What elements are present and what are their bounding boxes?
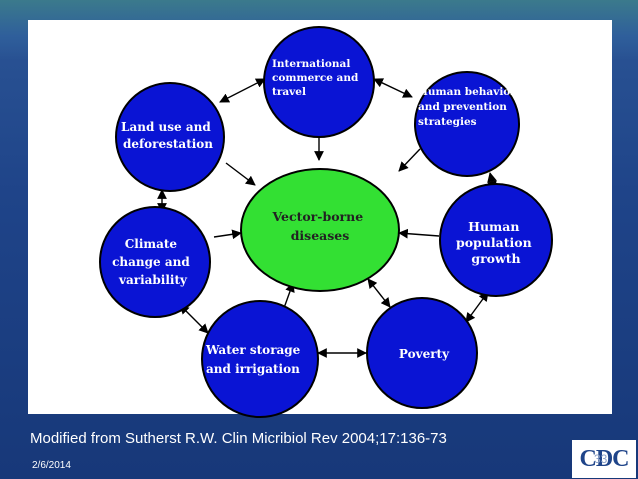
arrow-landuse-center (225, 162, 256, 186)
arrow-climate-center (213, 229, 242, 240)
arrow-poverty-center (367, 278, 391, 308)
node-behavior-line-3: strategies (418, 116, 477, 128)
node-international-line-1: International (272, 58, 350, 70)
node-international-line-2: commerce and (272, 72, 359, 84)
node-international-line-3: travel (272, 86, 306, 98)
node-poverty: Poverty (366, 297, 478, 409)
svg-text:Human behavior and preve: Human behavior and prevention strategies (418, 86, 520, 128)
center-line-2: diseases (291, 228, 350, 243)
slide-date: 2/6/2014 (32, 460, 71, 471)
arrow-international-landuse (219, 78, 266, 103)
node-climate-line-2: change and (112, 255, 190, 269)
cdc-logo-text: CDC (579, 445, 630, 472)
arrow-climate-water (179, 304, 209, 334)
node-human-population: Human population growth (439, 183, 553, 297)
node-landuse-line-1: Land use and (121, 120, 211, 134)
node-population-line-3: growth (471, 251, 520, 266)
node-climate: Climate change and variability (99, 206, 211, 318)
svg-text:Land use and deforestati: Land use and deforestation (121, 120, 215, 151)
arrow-international-behavior (373, 78, 413, 98)
arrow-population-center (398, 228, 440, 239)
node-poverty-line-1: Poverty (399, 347, 450, 361)
node-vector-borne-diseases: Vector-borne diseases (240, 168, 400, 292)
source-caption: Modified from Sutherst R.W. Clin Micribi… (30, 430, 447, 447)
svg-text:Climate change and: Climate change and variability (112, 237, 194, 287)
arrow-population-poverty (465, 291, 489, 323)
node-land-use: Land use and deforestation (115, 82, 225, 192)
node-water-line-2: and irrigation (206, 362, 300, 376)
node-behavior-line-1: Human behavior (418, 86, 516, 98)
svg-text:Water storage and irriga: Water storage and irrigation (205, 343, 305, 376)
svg-text:Poverty: Poverty (399, 347, 450, 361)
node-climate-line-3: variability (118, 273, 188, 287)
center-line-1: Vector-borne (271, 209, 363, 224)
node-landuse-line-2: deforestation (123, 137, 213, 151)
node-climate-line-1: Climate (125, 237, 178, 251)
svg-text:Human population g: Human population growth (456, 219, 536, 266)
page-number: 33 (594, 452, 608, 466)
node-behavior-line-2: and prevention (418, 101, 507, 113)
arrow-behavior-center (398, 148, 421, 172)
node-population-line-1: Human (468, 219, 519, 234)
node-human-behavior: Human behavior and prevention strategies (414, 71, 520, 177)
node-water-storage: Water storage and irrigation (201, 300, 319, 418)
cdc-logo: CDC (572, 440, 636, 478)
svg-text:International commerce a: International commerce and travel (272, 58, 362, 98)
svg-text:Vector-borne diseases: Vector-borne diseases (271, 209, 367, 243)
node-population-line-2: population (456, 235, 532, 250)
node-international-commerce: International commerce and travel (263, 26, 375, 138)
node-water-line-1: Water storage (205, 343, 301, 357)
